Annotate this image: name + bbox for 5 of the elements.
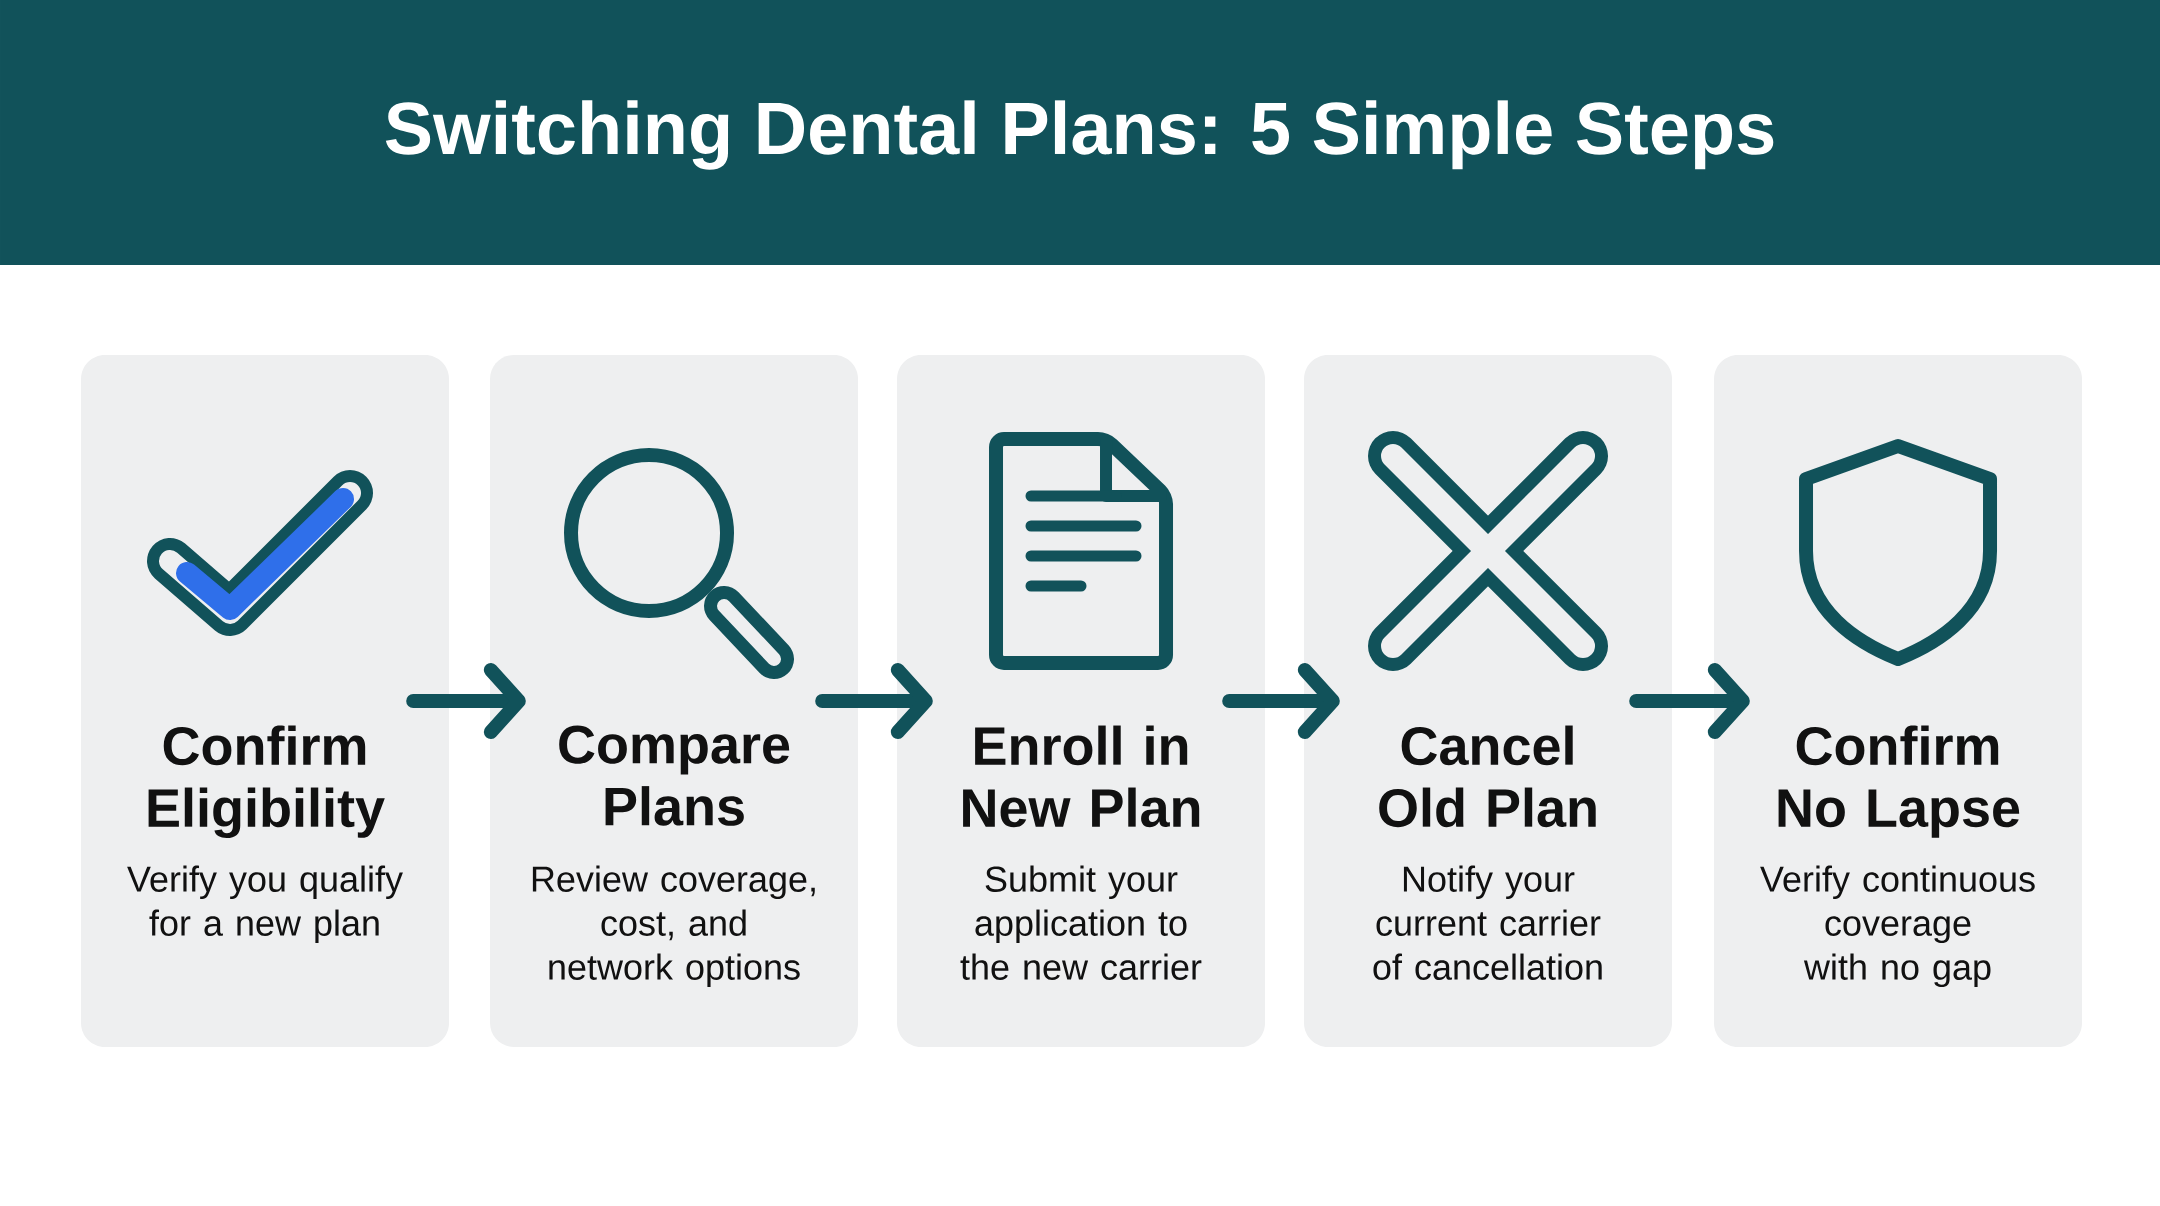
header-band: Switching Dental Plans: 5 Simple Steps: [0, 0, 2160, 265]
step-card: Confirm No Lapse Verify continuous coverage with no gap: [1714, 355, 2082, 1047]
step-card: Enroll in New Plan Submit your application to the new carrier: [897, 355, 1265, 1047]
step-card: Compare Plans Review coverage, cost, and network options: [490, 355, 858, 1047]
step-card: Confirm Eligibility Verify you qualify for a new plan: [81, 355, 449, 1047]
